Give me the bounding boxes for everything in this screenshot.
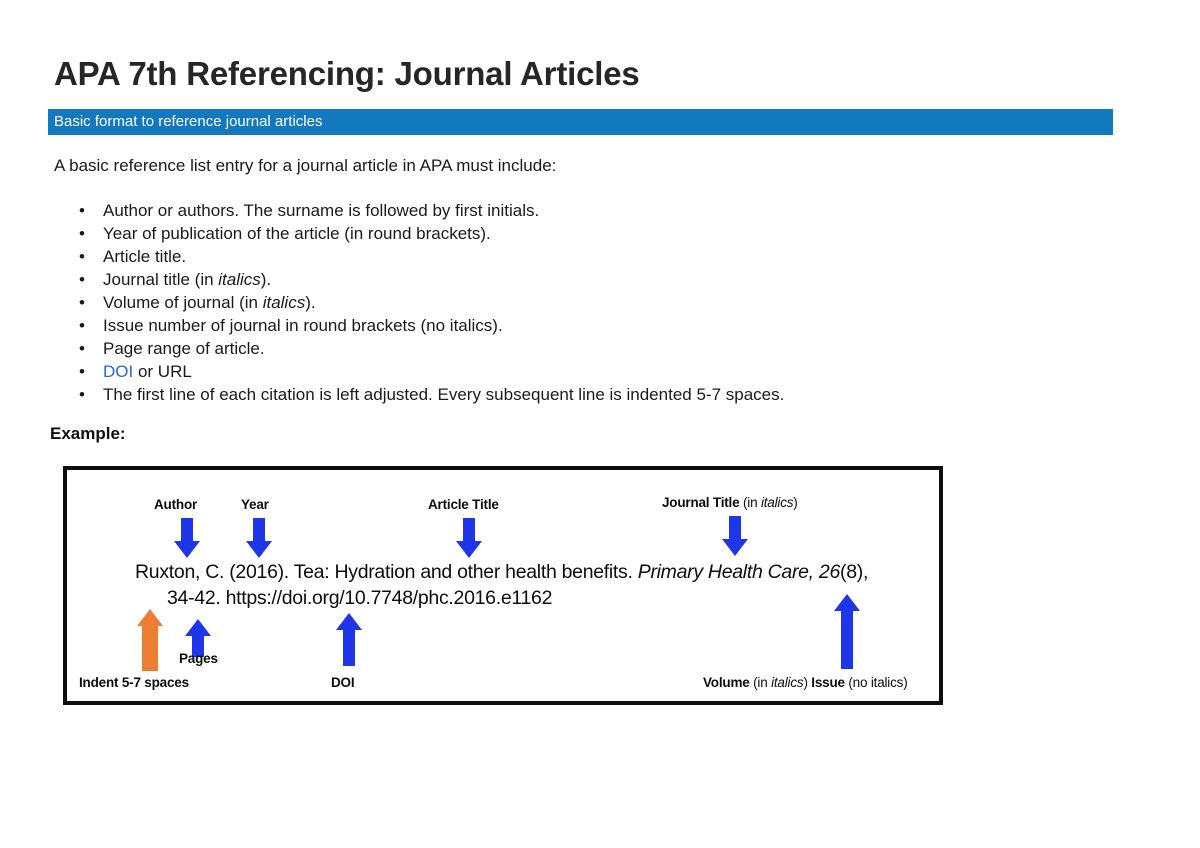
bullet-icon: • [79, 385, 85, 404]
list-item: • Volume of journal (in italics). [70, 291, 784, 314]
requirements-list: • Author or authors. The surname is foll… [70, 199, 784, 406]
annotation-pages-label: Pages [179, 651, 218, 666]
list-item-text: Journal title (in italics). [103, 270, 272, 289]
arrow-down-author-icon [172, 518, 202, 558]
list-item: • The first line of each citation is lef… [70, 383, 784, 406]
list-item-text: The first line of each citation is left … [103, 385, 785, 404]
list-item-text: Article title. [103, 247, 187, 266]
list-item: • Article title. [70, 245, 784, 268]
bullet-icon: • [79, 270, 85, 289]
arrow-up-pages-icon [184, 619, 212, 657]
bullet-icon: • [79, 339, 85, 358]
list-item: • Journal title (in italics). [70, 268, 784, 291]
section-header-bar: Basic format to reference journal articl… [48, 109, 1113, 135]
citation-line-2: 34-42. https://doi.org/10.7748/phc.2016.… [167, 587, 553, 609]
arrow-up-doi-icon [335, 613, 363, 666]
arrow-down-journal-title-icon [720, 516, 750, 556]
example-label: Example: [50, 424, 126, 443]
example-diagram-box: Author Year Article Title Journal Title … [63, 466, 943, 705]
list-item-text: Page range of article. [103, 339, 265, 358]
annotation-journal-title-label: Journal Title (in italics) [662, 495, 798, 510]
bullet-icon: • [79, 201, 85, 220]
annotation-author-label: Author [154, 497, 198, 512]
citation-line-1: Ruxton, C. (2016). Tea: Hydration and ot… [135, 561, 869, 583]
intro-paragraph: A basic reference list entry for a journ… [54, 156, 557, 175]
annotation-indent-label: Indent 5-7 spaces [79, 675, 189, 690]
arrow-up-indent-icon [134, 609, 166, 671]
bullet-icon: • [79, 247, 85, 266]
list-item: • Page range of article. [70, 337, 784, 360]
list-item-text: Year of publication of the article (in r… [103, 224, 491, 243]
annotation-article-title-label: Article Title [428, 497, 499, 512]
annotation-year-label: Year [241, 497, 269, 512]
arrow-up-volume-issue-icon [833, 594, 861, 669]
list-item: • Year of publication of the article (in… [70, 222, 784, 245]
list-item-text[interactable]: DOI or URL [103, 362, 192, 381]
annotation-volume-issue-label: Volume (in italics) Issue (no italics) [703, 675, 908, 690]
list-item-text: Author or authors. The surname is follow… [103, 201, 540, 220]
section-header-label: Basic format to reference journal articl… [54, 113, 323, 130]
list-item-text: Volume of journal (in italics). [103, 293, 316, 312]
annotation-doi-label: DOI [331, 675, 355, 690]
bullet-icon: • [79, 293, 85, 312]
list-item: • Issue number of journal in round brack… [70, 314, 784, 337]
bullet-icon: • [79, 362, 85, 381]
bullet-icon: • [79, 224, 85, 243]
list-item-text: Issue number of journal in round bracket… [103, 316, 503, 335]
list-item-doi: • DOI or URL [70, 360, 784, 383]
arrow-down-year-icon [244, 518, 274, 558]
arrow-down-article-title-icon [454, 518, 484, 558]
list-item: • Author or authors. The surname is foll… [70, 199, 784, 222]
bullet-icon: • [79, 316, 85, 335]
page-title: APA 7th Referencing: Journal Articles [54, 55, 640, 92]
